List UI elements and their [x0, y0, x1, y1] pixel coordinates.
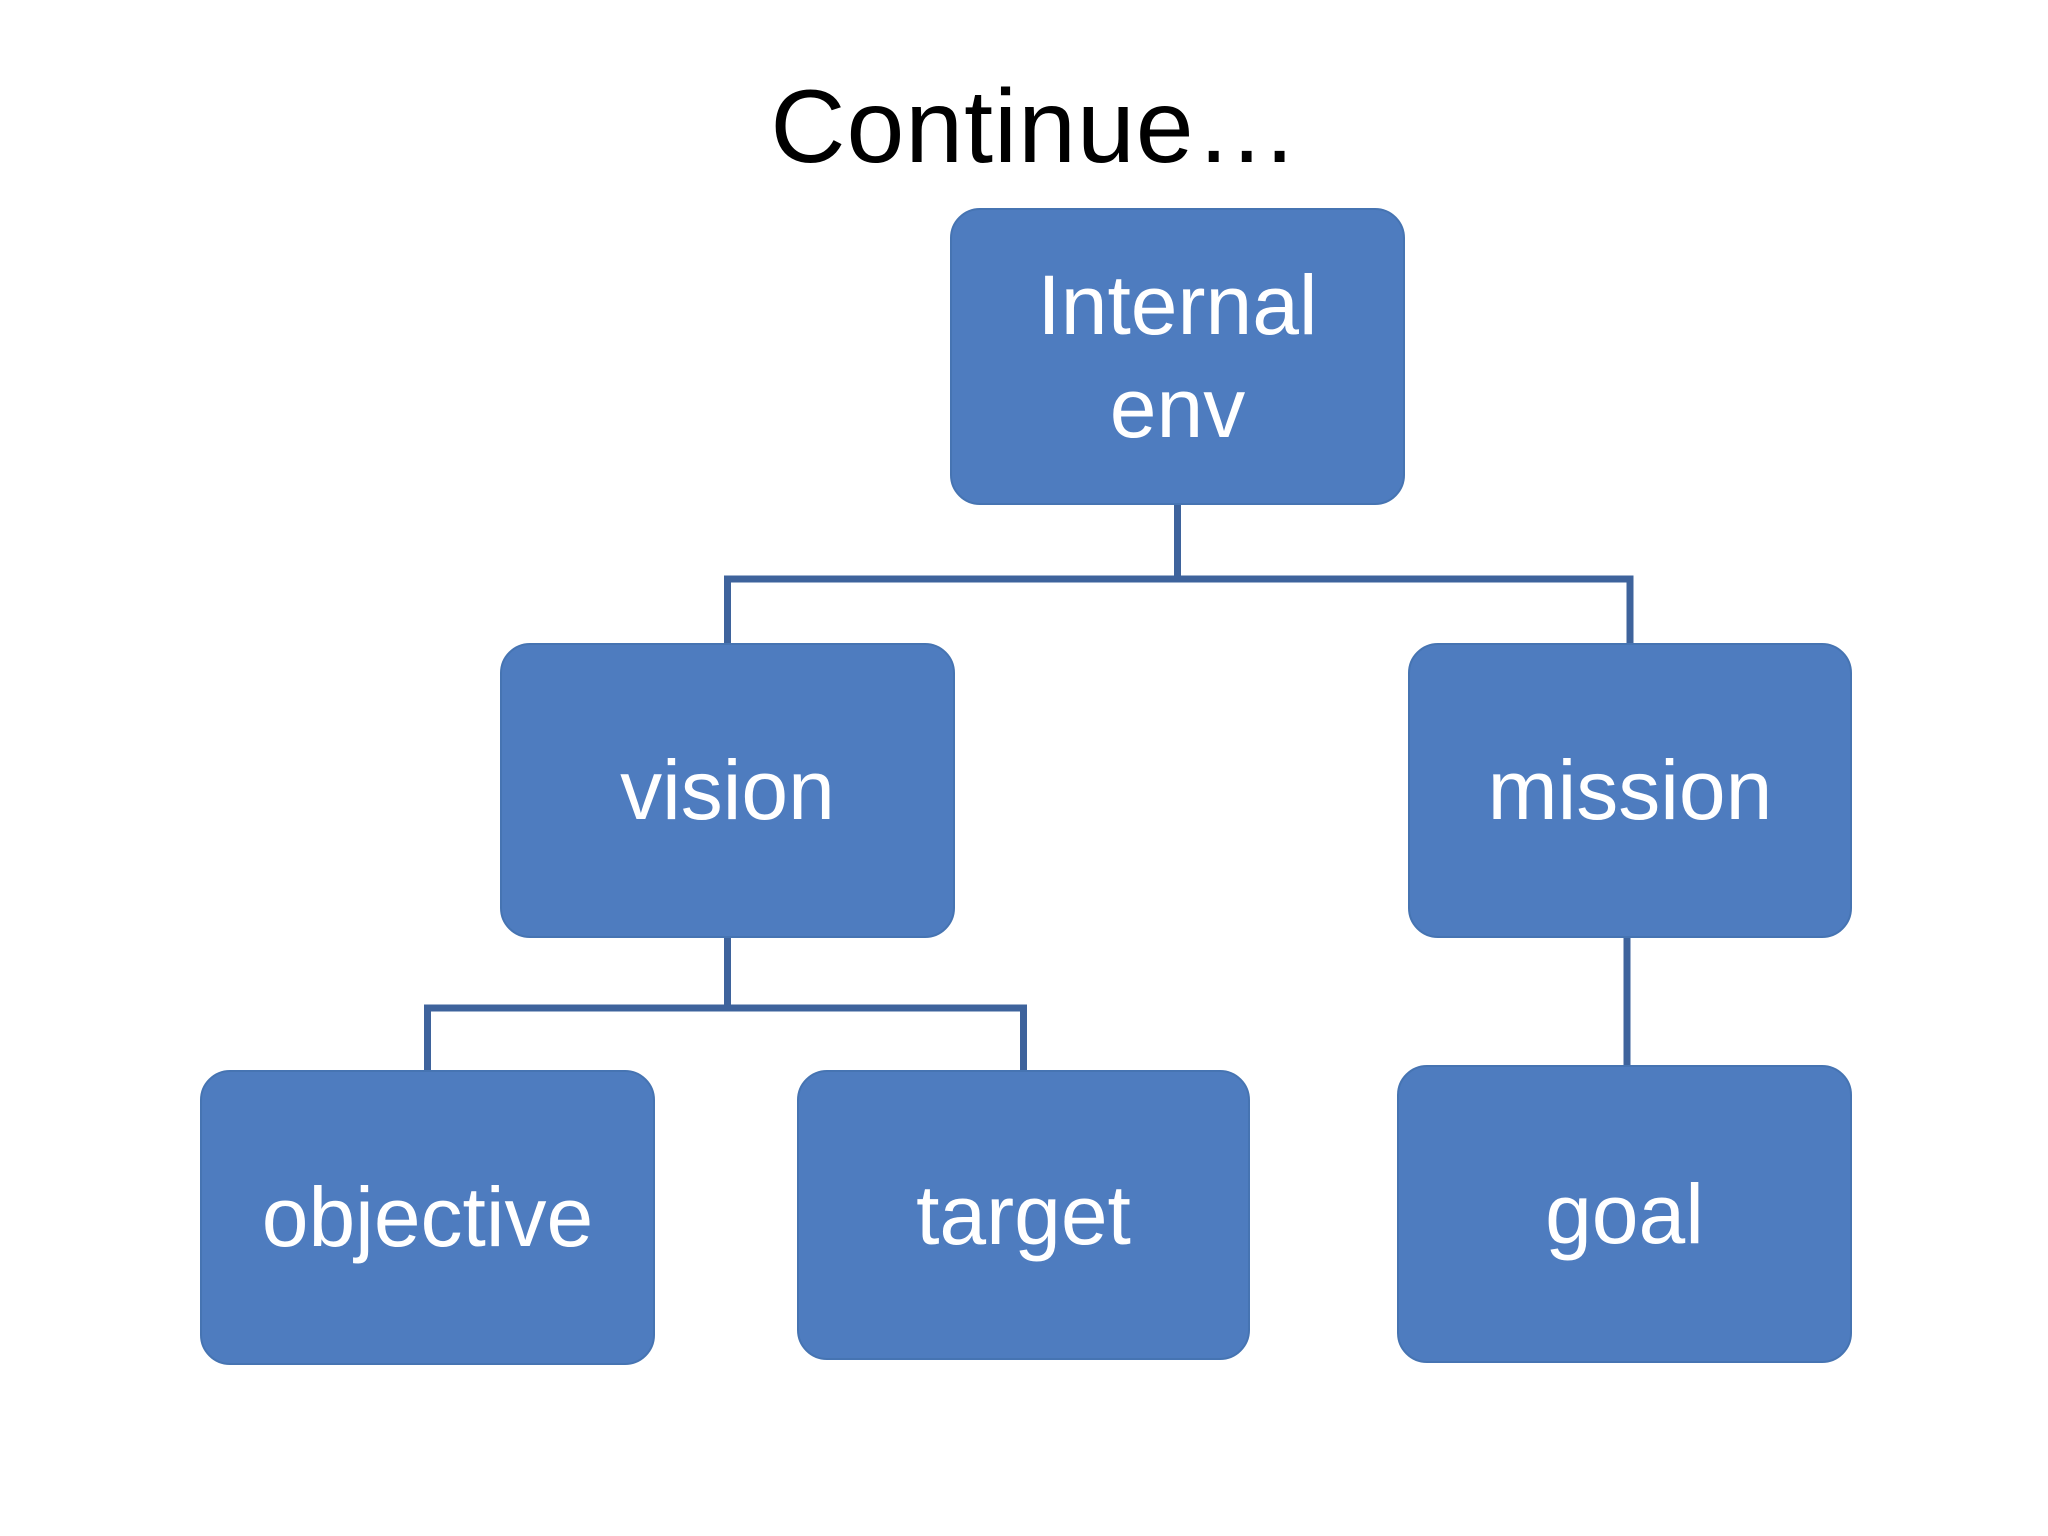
connector-root-children	[724, 575, 1634, 643]
node-objective[interactable]: objective	[200, 1070, 655, 1365]
node-mission-label: mission	[1487, 743, 1773, 838]
node-goal-label: goal	[1545, 1166, 1704, 1261]
node-internal-env[interactable]: Internal env	[950, 208, 1405, 505]
node-objective-label: objective	[261, 1170, 594, 1265]
node-goal[interactable]: goal	[1397, 1065, 1852, 1363]
node-mission[interactable]: mission	[1408, 643, 1852, 938]
connector-vision-children	[424, 1004, 1027, 1070]
node-vision[interactable]: vision	[500, 643, 955, 938]
node-internal-env-label: Internal env	[1037, 258, 1318, 455]
node-target-label: target	[916, 1167, 1131, 1262]
slide-title: Continue…	[770, 69, 1300, 185]
node-target[interactable]: target	[797, 1070, 1250, 1360]
node-vision-label: vision	[620, 743, 835, 838]
